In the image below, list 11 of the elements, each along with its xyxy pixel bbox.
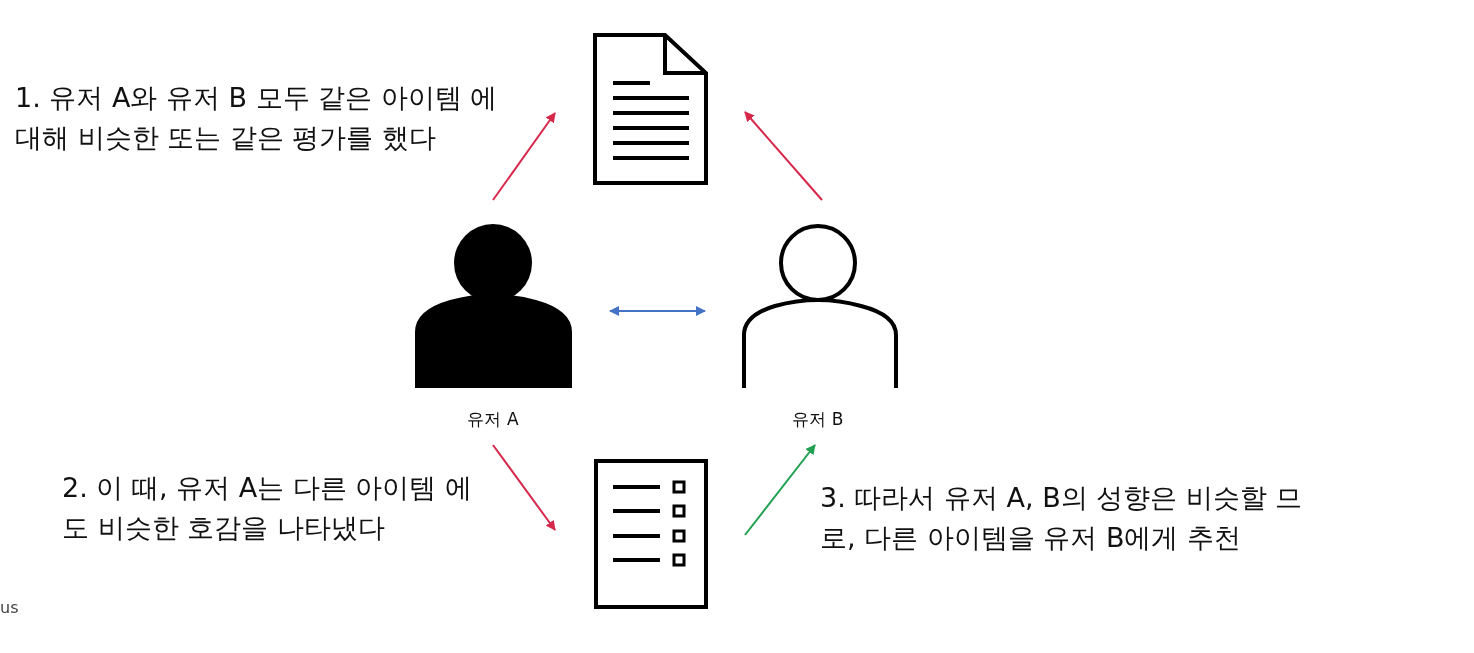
arrow (744, 111, 823, 201)
fragment-text: us (0, 598, 20, 618)
arrow (744, 444, 816, 536)
arrow (492, 444, 556, 531)
note-text: 3. 따라서 유저 A, B의 성향은 비슷할 므로, 다른 아이템을 유저 B에게 추천 (820, 481, 1304, 555)
note-text: 2. 이 때, 유저 A는 다른 아이템 에도 비슷한 호감을 나타냈다 (62, 471, 473, 545)
arrow (492, 112, 556, 201)
note-text: 1. 유저 A와 유저 B 모두 같은 아이템 에 대해 비슷한 또는 같은 평가를 했다 (15, 81, 499, 155)
user-label: 유저 A (467, 408, 519, 431)
user-label: 유저 B (792, 408, 844, 431)
arrow (609, 306, 706, 316)
